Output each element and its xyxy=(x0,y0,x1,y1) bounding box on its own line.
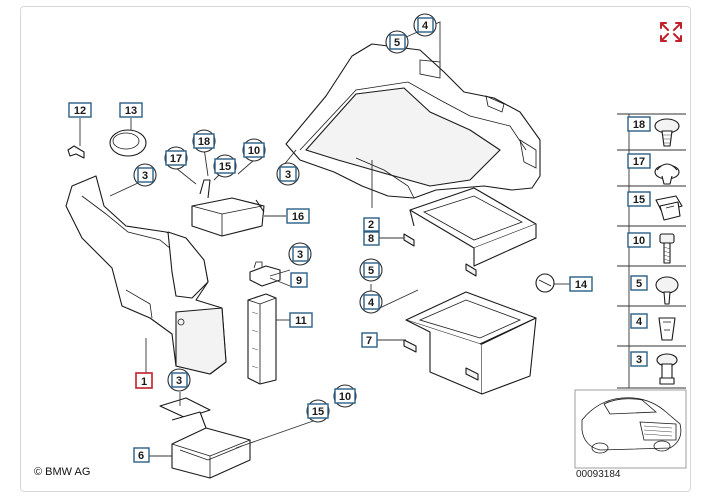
svg-text:6: 6 xyxy=(138,450,144,462)
callout-11[interactable]: 11 xyxy=(289,312,313,328)
expand-arrows-icon[interactable] xyxy=(658,20,684,44)
side-label-18[interactable]: 18 xyxy=(627,116,651,132)
side-label-3[interactable]: 3 xyxy=(630,351,648,367)
callout-1[interactable]: 1 xyxy=(135,372,153,389)
trunk-side-trim-part-1 xyxy=(65,175,227,375)
fastener-3-rivet-icon xyxy=(656,353,678,385)
callout-3-center[interactable]: 3 xyxy=(276,162,300,186)
callout-3-lower[interactable]: 3 xyxy=(167,368,191,392)
svg-text:14: 14 xyxy=(575,279,588,291)
svg-text:13: 13 xyxy=(125,105,137,117)
svg-text:17: 17 xyxy=(633,156,645,168)
svg-text:15: 15 xyxy=(312,406,324,418)
side-label-4[interactable]: 4 xyxy=(630,313,648,329)
clip-part-12 xyxy=(67,145,85,159)
control-unit-part-16 xyxy=(191,179,265,237)
callout-15-lower[interactable]: 15 xyxy=(306,399,330,423)
fastener-5-screw-icon xyxy=(655,276,679,305)
callout-7[interactable]: 7 xyxy=(361,332,378,348)
callout-9[interactable]: 9 xyxy=(290,272,308,288)
fastener-panel xyxy=(617,113,686,389)
svg-text:4: 4 xyxy=(422,20,429,32)
callout-17[interactable]: 17 xyxy=(164,146,188,170)
svg-text:10: 10 xyxy=(633,235,645,247)
svg-text:2: 2 xyxy=(368,219,374,231)
copyright-text: © BMW AG xyxy=(34,466,91,478)
car-thumbnail xyxy=(574,389,687,469)
svg-text:10: 10 xyxy=(248,145,260,157)
svg-text:12: 12 xyxy=(74,105,86,117)
callout-14[interactable]: 14 xyxy=(569,276,593,292)
callout-16[interactable]: 16 xyxy=(286,208,310,224)
fastener-17-clip-icon xyxy=(654,163,680,185)
svg-text:4: 4 xyxy=(368,297,375,309)
fastener-10-bolt-icon xyxy=(659,233,675,264)
callout-5-top[interactable]: 5 xyxy=(385,30,409,54)
svg-text:16: 16 xyxy=(292,211,304,223)
callout-10-lower[interactable]: 10 xyxy=(333,384,357,408)
fastener-15-spring-nut-icon xyxy=(655,195,683,221)
callout-4-mid[interactable]: 4 xyxy=(359,290,383,314)
storage-bin-part-7 xyxy=(403,291,537,395)
svg-text:3: 3 xyxy=(297,249,303,261)
side-label-10[interactable]: 10 xyxy=(627,232,651,248)
callout-6[interactable]: 6 xyxy=(133,447,150,463)
svg-text:3: 3 xyxy=(285,169,291,181)
svg-text:3: 3 xyxy=(636,354,642,366)
leader-lines xyxy=(79,21,570,457)
callout-5-mid[interactable]: 5 xyxy=(359,258,383,282)
svg-text:18: 18 xyxy=(198,136,210,148)
side-label-5[interactable]: 5 xyxy=(630,275,648,291)
svg-text:8: 8 xyxy=(368,233,374,245)
callout-3-left[interactable]: 3 xyxy=(133,163,157,187)
svg-text:7: 7 xyxy=(366,335,372,347)
svg-text:9: 9 xyxy=(296,275,302,287)
callout-3-mid[interactable]: 3 xyxy=(288,242,312,266)
svg-text:5: 5 xyxy=(368,265,374,277)
tray-part-6 xyxy=(159,397,251,479)
svg-text:3: 3 xyxy=(176,375,182,387)
svg-text:5: 5 xyxy=(636,278,642,290)
callout-13[interactable]: 13 xyxy=(119,102,143,118)
svg-text:5: 5 xyxy=(394,37,400,49)
side-label-15[interactable]: 15 xyxy=(627,191,651,207)
svg-text:1: 1 xyxy=(141,376,147,388)
trunk-liner-part-2 xyxy=(285,43,541,199)
callout-18[interactable]: 18 xyxy=(192,129,216,153)
holder-part-11 xyxy=(247,293,277,385)
side-label-17[interactable]: 17 xyxy=(627,153,651,169)
callout-15-upper[interactable]: 15 xyxy=(213,154,237,178)
svg-text:10: 10 xyxy=(339,391,351,403)
svg-text:4: 4 xyxy=(636,316,643,328)
cap-part-13 xyxy=(109,129,147,157)
svg-text:11: 11 xyxy=(295,315,307,327)
callout-8[interactable]: 8 xyxy=(363,231,380,246)
svg-text:15: 15 xyxy=(633,194,645,206)
cap-part-14 xyxy=(535,273,555,293)
callout-4-top[interactable]: 4 xyxy=(413,13,437,37)
svg-text:3: 3 xyxy=(142,170,148,182)
diagram-number: 00093184 xyxy=(576,469,621,480)
frame-part-8 xyxy=(403,187,537,277)
svg-text:18: 18 xyxy=(633,119,645,131)
svg-text:15: 15 xyxy=(219,161,231,173)
svg-text:17: 17 xyxy=(170,153,182,165)
fastener-18-push-rivet-icon xyxy=(654,118,680,147)
callout-10-upper[interactable]: 10 xyxy=(242,138,266,162)
connector-part-9 xyxy=(249,261,281,287)
fastener-4-expanding-nut-icon xyxy=(658,317,676,341)
callout-2[interactable]: 2 xyxy=(363,217,380,232)
callout-12[interactable]: 12 xyxy=(68,102,92,118)
